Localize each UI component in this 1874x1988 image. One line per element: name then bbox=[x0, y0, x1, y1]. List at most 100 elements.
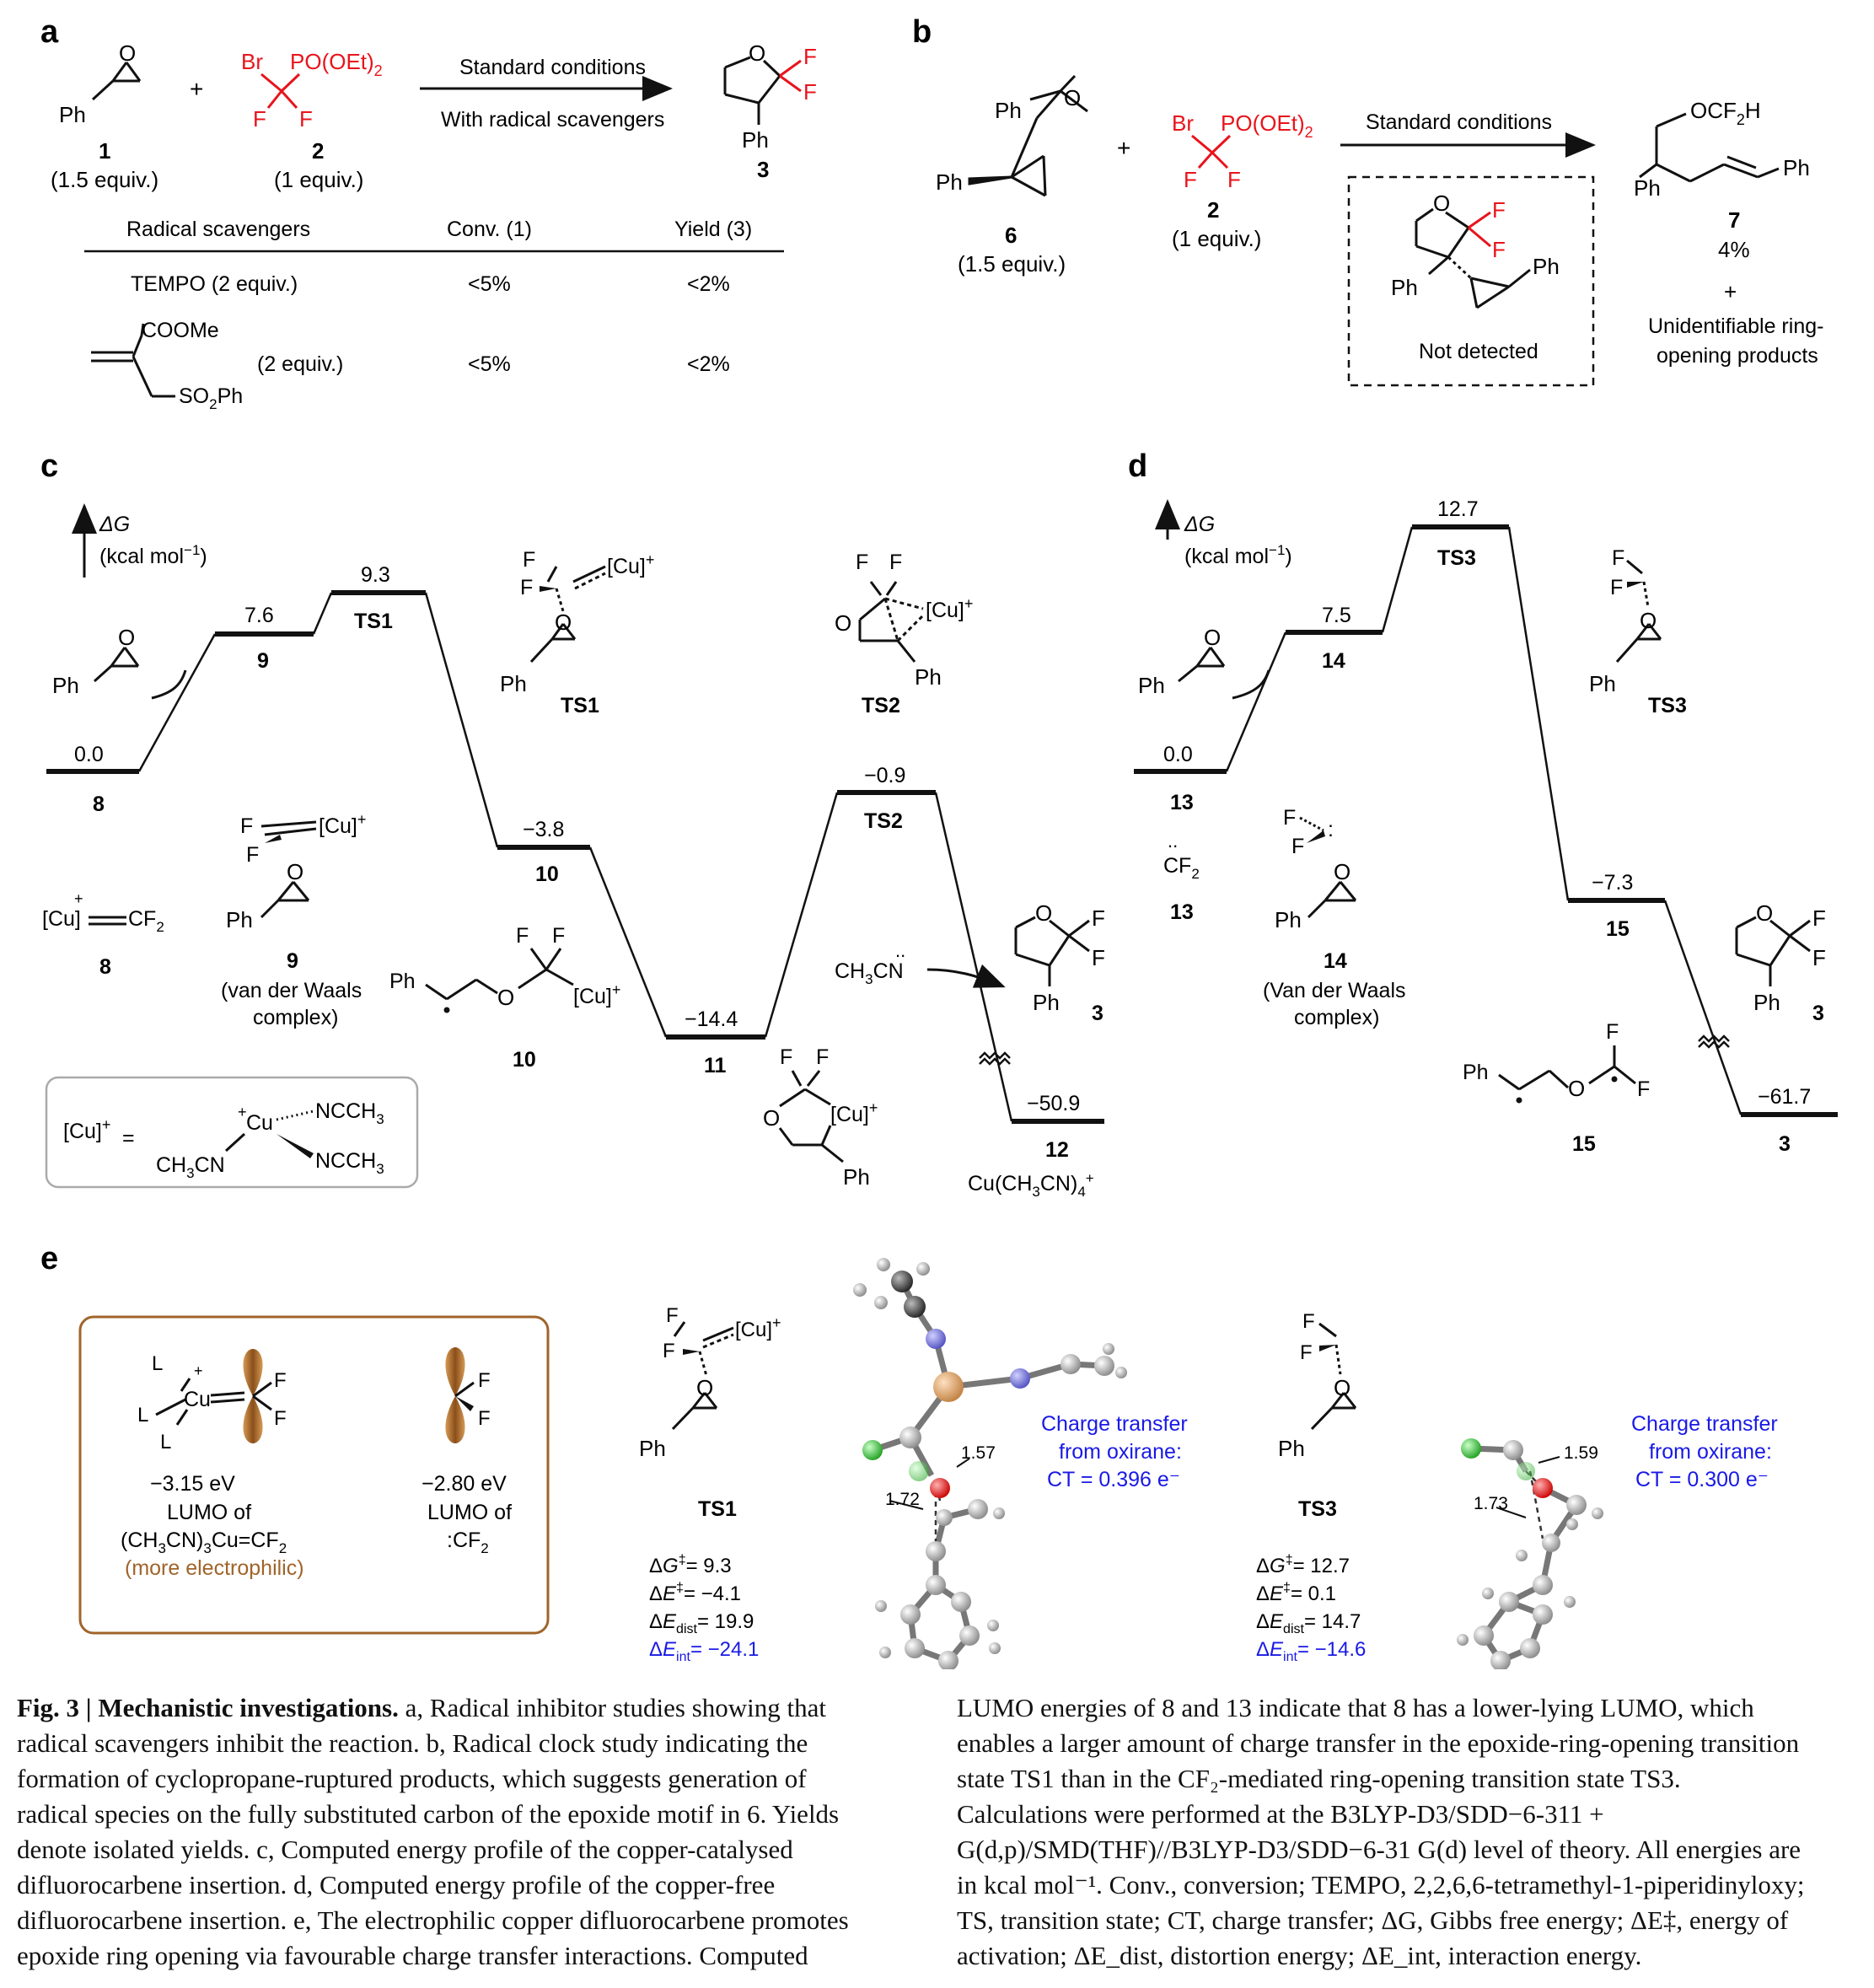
svg-text:Ph: Ph bbox=[1753, 990, 1780, 1015]
svg-text:[Cu]+: [Cu]+ bbox=[573, 981, 620, 1008]
svg-text:ΔE‡= 0.1: ΔE‡= 0.1 bbox=[1256, 1581, 1336, 1605]
svg-text:F: F bbox=[552, 924, 565, 948]
svg-text:ΔG‡= 9.3: ΔG‡= 9.3 bbox=[649, 1553, 732, 1577]
svg-text:[Cu]+: [Cu]+ bbox=[830, 1099, 878, 1126]
svg-text:F: F bbox=[478, 1407, 491, 1430]
svg-text:F: F bbox=[299, 106, 313, 132]
svg-text:(Van der Waals: (Van der Waals bbox=[1263, 979, 1406, 1002]
ts3-e-name: TS3 bbox=[1298, 1497, 1337, 1521]
svg-text:complex): complex) bbox=[1294, 1006, 1379, 1029]
more-electrophilic: (more electrophilic) bbox=[125, 1556, 304, 1580]
svg-text:F: F bbox=[1302, 1310, 1315, 1333]
ts1-ct-3: CT = 0.396 e⁻ bbox=[1047, 1468, 1180, 1491]
svg-text:Ph: Ph bbox=[1275, 907, 1302, 932]
compound-6-number: 6 bbox=[1005, 223, 1017, 248]
svg-text:O: O bbox=[835, 610, 851, 636]
svg-text:+: + bbox=[194, 1362, 203, 1379]
svg-text:Ph: Ph bbox=[843, 1164, 870, 1190]
ts3-energetics: ΔG‡= 12.7 ΔE‡= 0.1 ΔEdist= 14.7 ΔEint= −… bbox=[1256, 1553, 1366, 1664]
svg-text:O: O bbox=[1204, 625, 1221, 650]
compound-2-equiv: (1 equiv.) bbox=[274, 167, 363, 192]
svg-text:CF2: CF2 bbox=[1163, 854, 1200, 882]
svg-text:O: O bbox=[1568, 1076, 1585, 1101]
svg-text:L: L bbox=[152, 1352, 163, 1375]
lumo1-label: LUMO of bbox=[167, 1501, 251, 1524]
value-12: −50.9 bbox=[1027, 1092, 1080, 1115]
svg-text:Ph: Ph bbox=[1138, 673, 1165, 698]
sulfone-scavenger bbox=[91, 323, 175, 398]
svg-text:O: O bbox=[1064, 85, 1081, 110]
svg-text:F: F bbox=[240, 814, 253, 838]
energy-profile-c bbox=[137, 592, 1013, 1122]
compound-1-number: 1 bbox=[99, 138, 110, 164]
svg-text:ΔG: ΔG bbox=[1184, 513, 1215, 536]
svg-text::CF2: :CF2 bbox=[447, 1529, 489, 1556]
svg-text:Ph: Ph bbox=[389, 970, 416, 993]
svg-text:F: F bbox=[1492, 237, 1506, 262]
svg-text:O: O bbox=[497, 985, 514, 1010]
svg-text:+: + bbox=[238, 1104, 247, 1120]
ts1-ct-2: from oxirane: bbox=[1059, 1440, 1182, 1464]
substrate-6 bbox=[968, 74, 1088, 197]
svg-text:F: F bbox=[1227, 167, 1241, 192]
svg-text:2: 2 bbox=[1207, 197, 1219, 223]
svg-text:[Cu]+: [Cu]+ bbox=[607, 551, 654, 578]
arrow-a-bottom: With radical scavengers bbox=[441, 108, 664, 132]
svg-text:Ph: Ph bbox=[1533, 254, 1560, 279]
svg-text:(kcal mol−1): (kcal mol−1) bbox=[99, 542, 207, 568]
table-row2-yield: <2% bbox=[687, 352, 730, 376]
table-row1-yield: <2% bbox=[687, 272, 730, 296]
dg-label-c: ΔG bbox=[99, 513, 130, 536]
ts3-ct-3: CT = 0.300 e⁻ bbox=[1635, 1468, 1769, 1491]
caption-left-text: a, Radical inhibitor studies showing tha… bbox=[17, 1693, 849, 1970]
svg-text:1.59: 1.59 bbox=[1564, 1443, 1598, 1463]
svg-text:PO(OEt)2: PO(OEt)2 bbox=[1221, 110, 1313, 141]
ts1-energetics: ΔG‡= 9.3 ΔE‡= −4.1 ΔEdist= 19.9 ΔEint= −… bbox=[649, 1553, 759, 1664]
svg-text:O: O bbox=[118, 625, 135, 650]
svg-text:Ph: Ph bbox=[1033, 990, 1060, 1015]
label-10: 10 bbox=[535, 862, 559, 886]
svg-text:ΔEint= −24.1: ΔEint= −24.1 bbox=[649, 1638, 759, 1664]
svg-text:O: O bbox=[696, 1375, 713, 1400]
svg-text:F: F bbox=[274, 1407, 287, 1430]
label-ts3: TS3 bbox=[1437, 546, 1476, 570]
value-ts2: −0.9 bbox=[864, 764, 905, 787]
svg-text:Ph: Ph bbox=[52, 673, 79, 698]
reagent-2: Br PO(OEt)2 F F bbox=[241, 49, 383, 132]
compound-1-equiv: (1.5 equiv.) bbox=[51, 167, 158, 192]
svg-text:Cu: Cu bbox=[246, 1111, 273, 1135]
scavenger-table: Radical scavengers Conv. (1) Yield (3) T… bbox=[84, 218, 784, 412]
svg-text:CH3CN: CH3CN bbox=[835, 959, 904, 987]
svg-text:F: F bbox=[663, 1340, 675, 1362]
svg-text:F: F bbox=[1300, 1341, 1313, 1364]
lumo-box bbox=[78, 1315, 550, 1635]
panel-label-d: d bbox=[1128, 449, 1147, 484]
svg-text:O: O bbox=[1433, 191, 1450, 216]
svg-text:complex): complex) bbox=[253, 1006, 338, 1029]
svg-text:F: F bbox=[274, 1369, 287, 1392]
label-12: 12 bbox=[1045, 1138, 1069, 1162]
lumo2-label: LUMO of bbox=[427, 1501, 512, 1524]
lumo2-energy: −2.80 eV bbox=[422, 1472, 507, 1496]
svg-text:PO(OEt)2: PO(OEt)2 bbox=[290, 49, 383, 79]
svg-text:ΔE‡= −4.1: ΔE‡= −4.1 bbox=[649, 1581, 741, 1605]
svg-text:Cu: Cu bbox=[184, 1388, 211, 1411]
compound-6-equiv: (1.5 equiv.) bbox=[958, 251, 1066, 277]
svg-text:F: F bbox=[666, 1304, 679, 1327]
caption-right: LUMO energies of 8 and 13 indicate that … bbox=[957, 1693, 1805, 1970]
svg-text:F: F bbox=[1092, 945, 1105, 970]
compound-7-number: 7 bbox=[1728, 207, 1740, 233]
svg-text:(kcal mol−1): (kcal mol−1) bbox=[1184, 542, 1292, 568]
arrow-a-top: Standard conditions bbox=[459, 56, 646, 79]
compound-2-number: 2 bbox=[312, 138, 324, 164]
svg-text:Ph: Ph bbox=[1391, 275, 1418, 300]
svg-text:TS3: TS3 bbox=[1648, 694, 1687, 717]
svg-text:F: F bbox=[816, 1045, 829, 1069]
svg-text:[Cu]+: [Cu]+ bbox=[63, 1116, 110, 1143]
label-15: 15 bbox=[1606, 917, 1630, 941]
svg-text:Ph: Ph bbox=[639, 1436, 666, 1461]
svg-text:(CH3CN)3Cu=CF2: (CH3CN)3Cu=CF2 bbox=[121, 1529, 287, 1556]
unidentifiable-2: opening products bbox=[1657, 344, 1818, 368]
energy-levels-d bbox=[1134, 524, 1838, 1117]
epoxide-1 bbox=[91, 62, 142, 101]
